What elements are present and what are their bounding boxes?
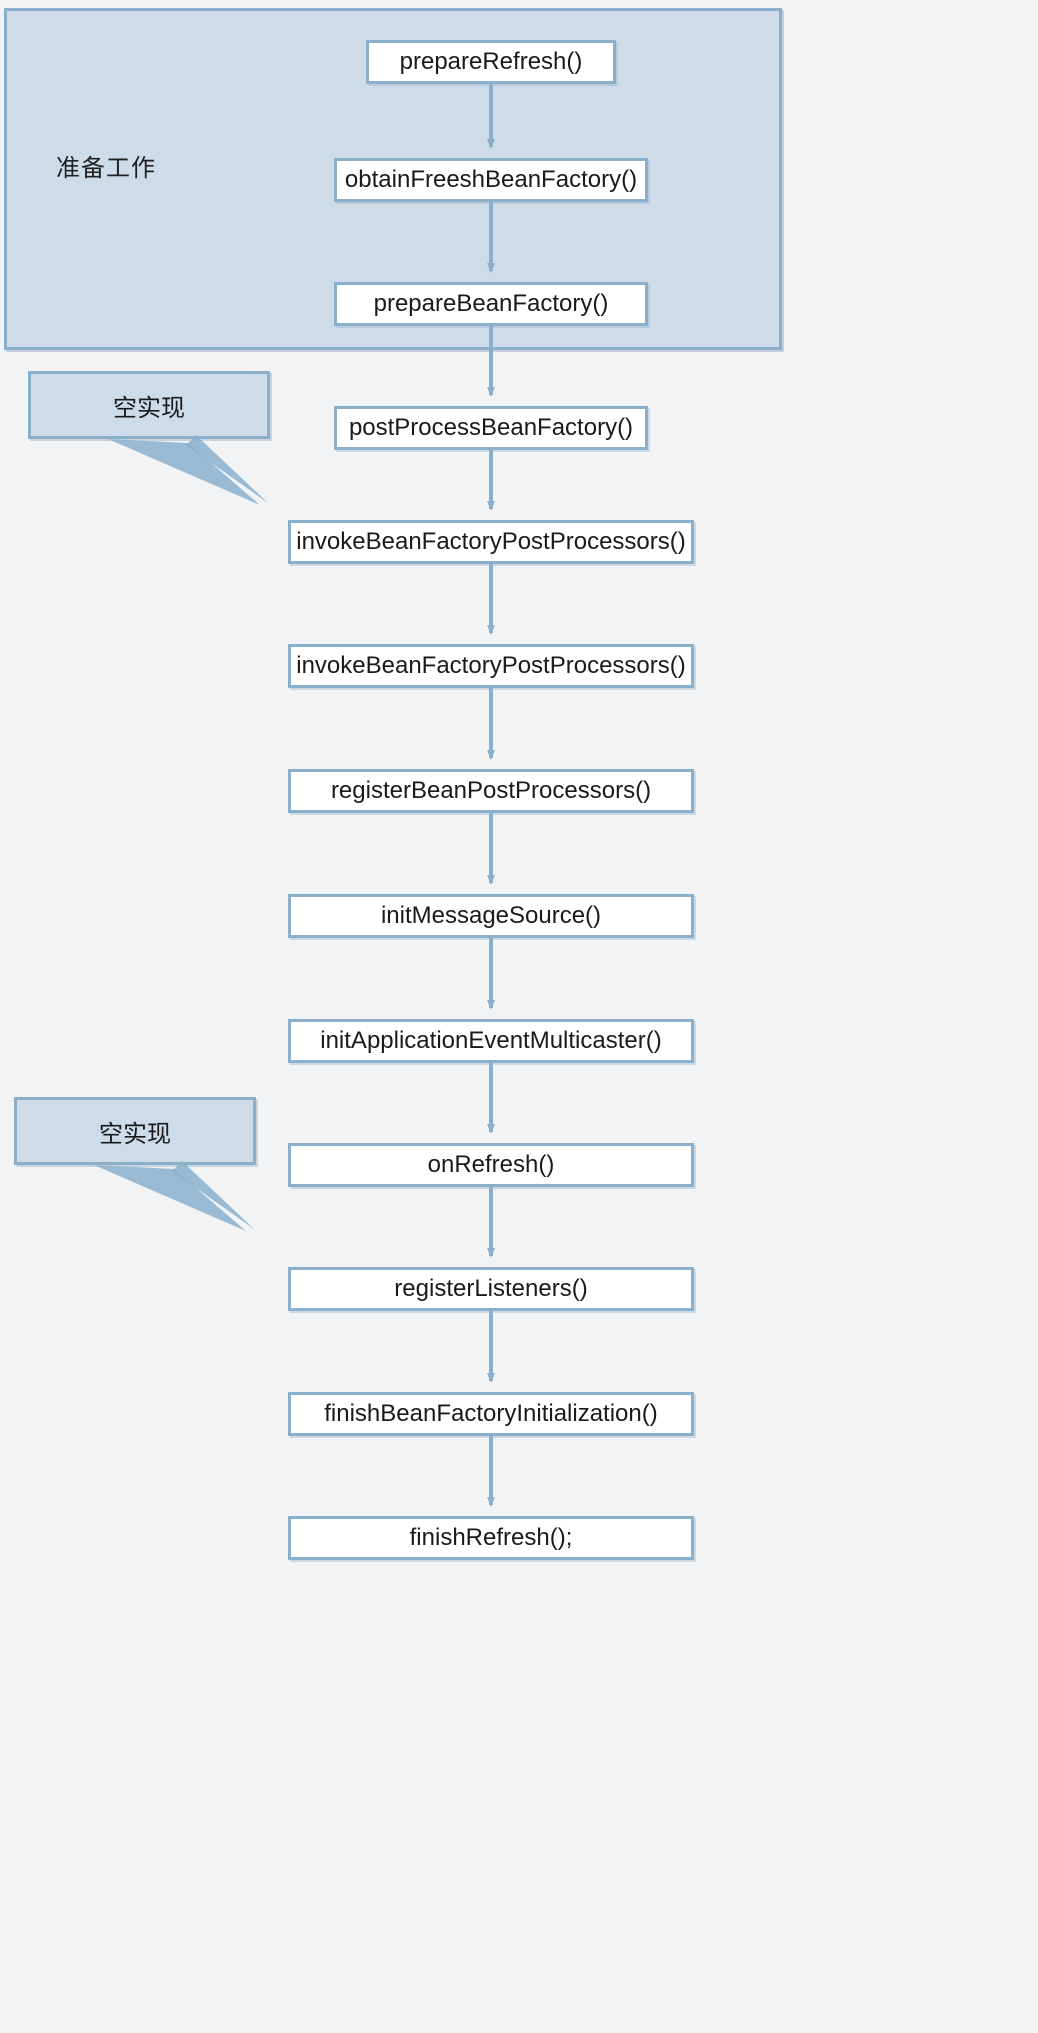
process-node-label: invokeBeanFactoryPostProcessors() bbox=[296, 528, 686, 555]
process-node-postProcessBeanFactory[interactable]: postProcessBeanFactory() bbox=[334, 406, 648, 450]
process-node-label: prepareRefresh() bbox=[399, 48, 583, 75]
process-node-prepareBeanFactory[interactable]: prepareBeanFactory() bbox=[334, 282, 648, 326]
process-node-label: postProcessBeanFactory() bbox=[348, 414, 634, 441]
process-node-label: finishRefresh(); bbox=[409, 1524, 573, 1551]
process-node-label: finishBeanFactoryInitialization() bbox=[324, 1400, 658, 1427]
callout-empty-impl-2[interactable]: 空实现 bbox=[14, 1097, 256, 1165]
callout-label: 空实现 bbox=[113, 394, 185, 422]
process-node-invokeBeanFactoryPostProcessors1[interactable]: invokeBeanFactoryPostProcessors() bbox=[288, 520, 694, 564]
process-node-label: obtainFreeshBeanFactory() bbox=[344, 166, 638, 193]
process-node-label: prepareBeanFactory() bbox=[373, 290, 609, 317]
process-node-prepareRefresh[interactable]: prepareRefresh() bbox=[366, 40, 616, 84]
callout-label: 空实现 bbox=[99, 1120, 171, 1148]
process-node-label: registerBeanPostProcessors() bbox=[330, 777, 652, 804]
process-node-invokeBeanFactoryPostProcessors2[interactable]: invokeBeanFactoryPostProcessors() bbox=[288, 644, 694, 688]
process-node-label: initApplicationEventMulticaster() bbox=[320, 1027, 662, 1054]
process-node-onRefresh[interactable]: onRefresh() bbox=[288, 1143, 694, 1187]
process-node-initApplicationEventMulticaster[interactable]: initApplicationEventMulticaster() bbox=[288, 1019, 694, 1063]
process-node-finishBeanFactoryInitialization[interactable]: finishBeanFactoryInitialization() bbox=[288, 1392, 694, 1436]
process-node-label: registerListeners() bbox=[394, 1275, 588, 1302]
process-node-label: initMessageSource() bbox=[380, 902, 602, 929]
process-node-obtainFreshBeanFactory[interactable]: obtainFreeshBeanFactory() bbox=[334, 158, 648, 202]
group-label-preparation: 准备工作 bbox=[56, 155, 156, 182]
callout-empty-impl-1-pointer-tail bbox=[108, 435, 268, 505]
process-node-label: invokeBeanFactoryPostProcessors() bbox=[296, 652, 686, 679]
callout-empty-impl-1[interactable]: 空实现 bbox=[28, 371, 270, 439]
process-node-finishRefresh[interactable]: finishRefresh(); bbox=[288, 1516, 694, 1560]
process-node-initMessageSource[interactable]: initMessageSource() bbox=[288, 894, 694, 938]
process-node-registerListeners[interactable]: registerListeners() bbox=[288, 1267, 694, 1311]
process-node-registerBeanPostProcessors[interactable]: registerBeanPostProcessors() bbox=[288, 769, 694, 813]
process-node-label: onRefresh() bbox=[427, 1151, 555, 1178]
